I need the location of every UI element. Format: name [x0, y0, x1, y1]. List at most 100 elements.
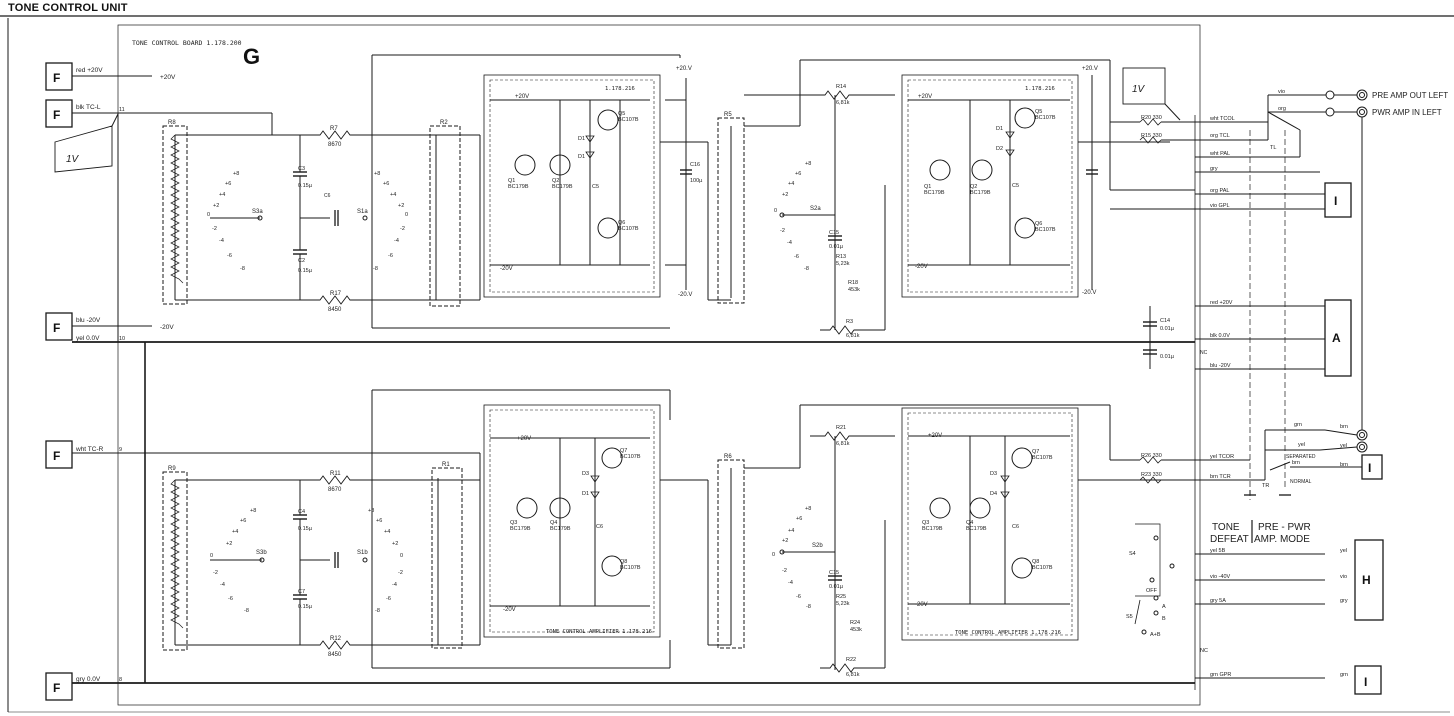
svg-text:Q8: Q8	[620, 559, 627, 565]
svg-text:OFF: OFF	[1146, 588, 1158, 594]
svg-text:+4: +4	[788, 181, 794, 187]
svg-text:BC179B: BC179B	[970, 190, 991, 196]
svg-text:6,81k: 6,81k	[836, 441, 850, 447]
output-jacks: PRE AMP OUT LEFT PWR AMP IN LEFT vio org	[1268, 89, 1448, 430]
svg-text:6,81k: 6,81k	[836, 100, 850, 106]
connector-f-gry: F gry 0.0V 8	[45, 672, 1195, 701]
svg-text:-6: -6	[227, 253, 232, 259]
svg-text:Q2: Q2	[970, 184, 977, 190]
svg-text:gry: gry	[1340, 598, 1348, 604]
svg-text:F: F	[53, 681, 60, 695]
svg-text:1.178.216: 1.178.216	[1025, 86, 1055, 92]
svg-text:+6: +6	[376, 518, 382, 524]
svg-text:+2: +2	[226, 541, 232, 547]
svg-text:9: 9	[119, 447, 122, 453]
svg-text:+8: +8	[368, 508, 374, 514]
svg-text:BC179B: BC179B	[552, 184, 573, 190]
svg-text:BC107B: BC107B	[620, 454, 641, 460]
svg-text:-4: -4	[787, 240, 792, 246]
svg-text:+6: +6	[240, 518, 246, 524]
svg-text:100µ: 100µ	[690, 178, 703, 184]
svg-text:BC107B: BC107B	[1035, 115, 1056, 121]
svg-text:D1: D1	[578, 154, 585, 160]
svg-text:1V: 1V	[66, 154, 80, 165]
tone-control-board-outline	[117, 24, 1201, 706]
svg-text:-20V: -20V	[915, 602, 928, 608]
svg-text:BC107B: BC107B	[618, 226, 639, 232]
svg-text:yel 0.0V: yel 0.0V	[76, 335, 100, 342]
svg-text:D1: D1	[578, 136, 585, 142]
pwr-amp-in-label: PWR AMP IN LEFT	[1372, 108, 1442, 117]
svg-text:red +20V: red +20V	[76, 67, 103, 74]
svg-text:C6: C6	[1012, 524, 1019, 530]
svg-text:8670: 8670	[328, 487, 342, 493]
svg-text:0: 0	[400, 553, 403, 559]
svg-text:0.15µ: 0.15µ	[298, 268, 313, 274]
svg-text:R20 330: R20 330	[1141, 115, 1162, 121]
svg-text:-20V: -20V	[500, 266, 513, 272]
svg-text:blk TC-L: blk TC-L	[76, 104, 101, 111]
connector-a: A	[1324, 299, 1352, 377]
svg-text:R17: R17	[330, 291, 342, 297]
svg-text:gry 5A: gry 5A	[1210, 598, 1226, 604]
svg-text:+2: +2	[782, 192, 788, 198]
svg-text:yel 5B: yel 5B	[1210, 548, 1226, 554]
svg-text:-8: -8	[244, 608, 249, 614]
svg-text:0.01µ: 0.01µ	[829, 244, 844, 250]
svg-text:11: 11	[119, 107, 125, 113]
svg-text:+4: +4	[390, 192, 396, 198]
svg-text:C15: C15	[829, 230, 839, 236]
svg-text:gry 0.0V: gry 0.0V	[76, 676, 101, 683]
svg-text:0.01µ: 0.01µ	[829, 584, 844, 590]
svg-text:R14: R14	[836, 84, 846, 90]
svg-text:-6: -6	[386, 596, 391, 602]
svg-text:wht PAL: wht PAL	[1209, 151, 1230, 157]
svg-text:Q7: Q7	[620, 448, 627, 454]
svg-text:S5: S5	[1126, 614, 1133, 620]
svg-text:F: F	[53, 449, 60, 463]
connector-i-lower: I	[1354, 665, 1382, 695]
svg-text:org: org	[1278, 106, 1286, 112]
svg-text:Q5: Q5	[1035, 109, 1042, 115]
svg-text:R24: R24	[850, 620, 860, 626]
svg-text:C6: C6	[596, 524, 603, 530]
svg-text:R6: R6	[724, 454, 732, 460]
resistor-r7	[300, 130, 370, 140]
svg-text:+2: +2	[213, 203, 219, 209]
svg-text:R23 330: R23 330	[1141, 472, 1162, 478]
svg-text:TONE CONTROL AMPLIFIER 1.178.2: TONE CONTROL AMPLIFIER 1.178.216	[546, 629, 652, 635]
svg-text:6,81k: 6,81k	[846, 333, 860, 339]
svg-text:R12: R12	[330, 636, 342, 642]
tone-amp-lower-left: TONE CONTROL AMPLIFIER 1.178.216 +20V -2…	[483, 404, 661, 638]
svg-text:C14: C14	[1160, 318, 1170, 324]
svg-text:1.178.216: 1.178.216	[605, 86, 635, 92]
svg-text:Q4: Q4	[966, 520, 973, 526]
svg-text:+6: +6	[383, 181, 389, 187]
svg-text:D4: D4	[990, 491, 997, 497]
mode-selector-labels: TONE PRE - PWR DEFEAT AMP. MODE	[1210, 520, 1311, 545]
svg-text:+8: +8	[374, 171, 380, 177]
svg-text:D1: D1	[996, 126, 1003, 132]
svg-text:Q6: Q6	[618, 220, 625, 226]
svg-text:+4: +4	[384, 529, 390, 535]
svg-text:H: H	[1362, 573, 1371, 587]
svg-text:-4: -4	[220, 582, 225, 588]
svg-text:0: 0	[774, 208, 777, 214]
svg-text:0.01µ: 0.01µ	[1160, 354, 1175, 360]
svg-text:+20.V: +20.V	[1082, 66, 1098, 72]
svg-text:R7: R7	[330, 126, 338, 132]
svg-text:0.15µ: 0.15µ	[298, 526, 313, 532]
svg-text:grn: grn	[1294, 422, 1302, 428]
svg-text:C3: C3	[298, 166, 305, 172]
svg-text:+6: +6	[796, 516, 802, 522]
handwritten-note-right: 1V	[1122, 67, 1181, 121]
svg-text:SEPARATED: SEPARATED	[1286, 454, 1316, 460]
svg-text:AMP. MODE: AMP. MODE	[1254, 534, 1310, 545]
svg-text:R22: R22	[846, 657, 856, 663]
svg-text:A: A	[1162, 604, 1166, 610]
svg-text:+6: +6	[795, 171, 801, 177]
svg-text:TONE CONTROL AMPLIFIER 1.178.2: TONE CONTROL AMPLIFIER 1.178.216	[955, 630, 1061, 636]
page-title: TONE CONTROL UNIT	[8, 2, 128, 14]
